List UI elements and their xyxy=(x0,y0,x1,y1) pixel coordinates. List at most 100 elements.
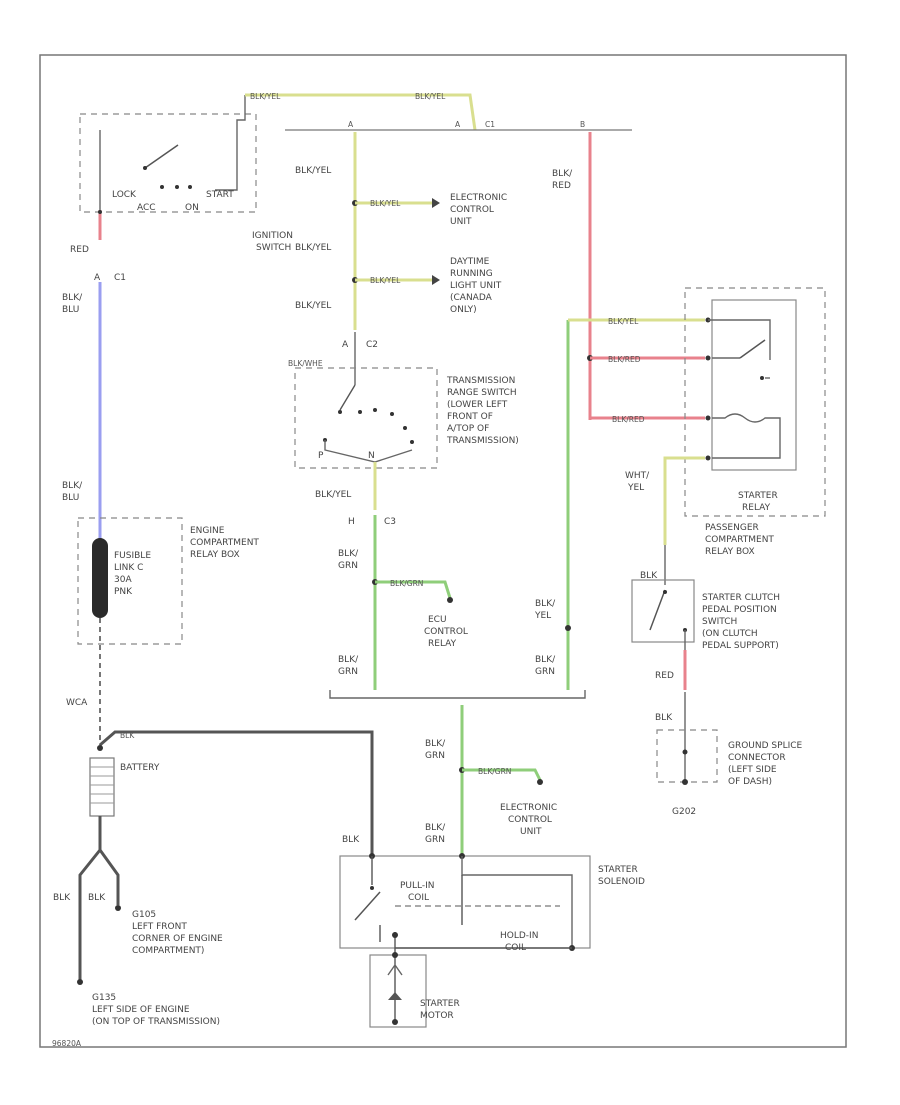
conn-c1-label: C1 xyxy=(114,273,126,283)
ground-splice-dot xyxy=(682,749,688,755)
ecu2-label-2: CONTROL xyxy=(508,815,552,825)
relay-r1-label: BLK/YEL xyxy=(608,317,639,326)
gsc-label-3: (LEFT SIDE xyxy=(728,765,777,775)
g105-label-2: LEFT FRONT xyxy=(132,922,187,932)
trs-label-3: (LOWER LEFT xyxy=(447,400,508,410)
bus-label-a2: A xyxy=(455,120,461,129)
red-wire-label: RED xyxy=(70,245,89,255)
ecu-relay-label-1: ECU xyxy=(428,615,447,625)
blk-blu-1-a: BLK/ xyxy=(62,293,83,303)
ignition-title-1: IGNITION xyxy=(252,231,293,241)
ignition-title-2: SWITCH xyxy=(256,243,291,253)
fuse-label-2: LINK C xyxy=(114,563,143,573)
blk-grn-3-b: GRN xyxy=(535,667,555,677)
solenoid-label-1: STARTER xyxy=(598,865,638,875)
wire-to-ecu-relay xyxy=(375,580,452,599)
trs-label-4: FRONT OF xyxy=(447,412,493,422)
right-splice-dot xyxy=(565,625,571,631)
c2-label: C2 xyxy=(366,340,378,350)
g135-label-2: LEFT SIDE OF ENGINE xyxy=(92,1005,190,1015)
starter-motor-symbol xyxy=(387,932,403,1025)
fuse-label-1: FUSIBLE xyxy=(114,551,151,561)
drl-label-5: ONLY) xyxy=(450,305,477,315)
starter-motor-box xyxy=(369,954,427,1028)
ecu-label-2: CONTROL xyxy=(450,205,494,215)
pullin-coil-label: COIL xyxy=(408,893,429,903)
wire-label-ign-1: BLK/YEL xyxy=(250,92,281,101)
starter-relay-contacts xyxy=(705,317,781,461)
ecu-relay-label-2: CONTROL xyxy=(424,627,468,637)
diagram-id: 96820A xyxy=(52,1039,82,1048)
gsc-label-1: GROUND SPLICE xyxy=(728,741,803,751)
starter-relay-box xyxy=(711,299,797,471)
ecu-label-3: UNIT xyxy=(450,217,472,227)
trs-label-1: TRANSMISSION xyxy=(446,376,515,386)
trs-box xyxy=(294,367,438,469)
g135-label-3: (ON TOP OF TRANSMISSION) xyxy=(92,1017,220,1027)
c3-label: C3 xyxy=(384,517,396,527)
clutch-label-2: PEDAL POSITION xyxy=(702,605,777,615)
engine-box-label-3: RELAY BOX xyxy=(190,550,240,560)
trs-label-2: RANGE SWITCH xyxy=(447,388,517,398)
battery-blk-label: BLK xyxy=(120,731,135,740)
engine-box-label-2: COMPARTMENT xyxy=(190,538,259,548)
blk-yel-3-b: YEL xyxy=(534,611,551,621)
ignition-acc-label: ACC xyxy=(137,203,156,213)
c3-a-label: H xyxy=(348,517,355,527)
ecu2-wire-label: BLK/GRN xyxy=(478,767,511,776)
blk-yel-label-3: BLK/YEL xyxy=(295,301,331,311)
wca-label: WCA xyxy=(66,698,88,708)
fuse-label-4: PNK xyxy=(114,587,133,597)
ground-g105-dot xyxy=(115,905,121,911)
c2-a-label: A xyxy=(342,340,349,350)
blk-blu-2-a: BLK/ xyxy=(62,481,83,491)
engine-relay-box xyxy=(77,517,183,645)
blk-red-a: BLK/ xyxy=(552,169,573,179)
ecu2-label-3: UNIT xyxy=(520,827,542,837)
relay-r2-label: BLK/RED xyxy=(608,355,641,364)
blk-yel-3-a: BLK/ xyxy=(535,599,556,609)
ecu-wire-label: BLK/YEL xyxy=(370,199,401,208)
blk-yel-label-2: BLK/YEL xyxy=(295,243,331,253)
conn-a-label: A xyxy=(94,273,101,283)
blk-grn-1-b: GRN xyxy=(338,561,358,571)
battery-blk-a: BLK xyxy=(53,893,71,903)
drl-label-3: LIGHT UNIT xyxy=(450,281,502,291)
ignition-on-label: ON xyxy=(185,203,199,213)
clutch-label-4: (ON CLUTCH xyxy=(702,629,758,639)
battery-label: BATTERY xyxy=(120,763,160,773)
solenoid-blk-label: BLK xyxy=(342,835,360,845)
passenger-relay-box xyxy=(684,287,826,517)
g202-label: G202 xyxy=(672,807,696,817)
blk-grn-5-b: GRN xyxy=(425,835,445,845)
trs-p-label: P xyxy=(318,451,324,461)
ignition-start-label: START xyxy=(206,190,234,200)
clutch-blk-label: BLK xyxy=(640,571,658,581)
ecu2-terminal xyxy=(537,779,543,785)
clutch-switch-box xyxy=(631,579,695,643)
diagram-frame xyxy=(39,54,847,1048)
clutch-label-1: STARTER CLUTCH xyxy=(702,593,780,603)
ecu2-label-1: ELECTRONIC xyxy=(500,803,557,813)
ground-splice-box xyxy=(656,729,718,783)
relay-box-label-2: COMPARTMENT xyxy=(705,535,774,545)
trs-contacts xyxy=(323,384,414,463)
red-right-label: RED xyxy=(655,671,674,681)
holdin-coil-label: COIL xyxy=(505,943,526,953)
blk-red-b: RED xyxy=(552,181,571,191)
blk-blu-1-b: BLU xyxy=(62,305,79,315)
blk-yel-2-label: BLK/YEL xyxy=(315,490,351,500)
clutch-switch-contacts xyxy=(649,589,687,650)
trs-label-5: A/TOP OF xyxy=(447,424,489,434)
g105-label-4: COMPARTMENT) xyxy=(132,946,204,956)
wire-wht-yel xyxy=(663,456,705,545)
g135-label-1: G135 xyxy=(92,993,116,1003)
ground-g135-dot xyxy=(77,979,83,985)
blk-right-label: BLK xyxy=(655,713,673,723)
holdin-label: HOLD-IN xyxy=(500,931,538,941)
wire-label-ign-2: BLK/YEL xyxy=(415,92,446,101)
wht-yel-b: YEL xyxy=(627,483,644,493)
blk-grn-2-a: BLK/ xyxy=(338,655,359,665)
